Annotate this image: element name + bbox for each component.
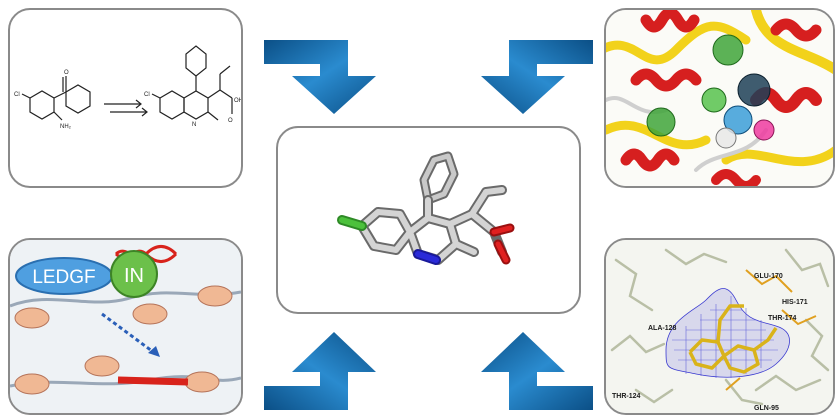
svg-text:Cl: Cl [144, 92, 150, 98]
residue-label: HIS-171 [782, 299, 808, 306]
svg-text:N: N [192, 122, 196, 128]
synthesis-scheme-panel: Cl O NH₂ Cl N OH O [8, 8, 243, 188]
svg-text:OH: OH [234, 98, 241, 104]
integration-panel: LEDGF IN [8, 238, 243, 415]
integrase-blob [110, 250, 158, 298]
arrow-top-right [481, 40, 593, 114]
residue-label: ALA-128 [648, 325, 677, 332]
integration-cartoon: LEDGF IN [10, 240, 241, 413]
svg-text:NH₂: NH₂ [60, 124, 72, 130]
residue-label: GLN-95 [754, 405, 779, 412]
residue-label: THR-174 [768, 315, 797, 322]
ribbon-structure [606, 10, 833, 186]
ligand-model [337, 151, 515, 265]
integrase-label: IN [124, 265, 144, 287]
protein-ribbon-panel [604, 8, 835, 188]
arrow-bottom-right [481, 332, 593, 410]
density-map: GLU-170 HIS-171 THR-174 ALA-128 THR-124 … [606, 240, 833, 413]
arrow-top-left [264, 40, 376, 114]
svg-text:O: O [228, 118, 233, 124]
ligand-3d-panel [276, 126, 581, 314]
arrow-bottom-left [264, 332, 376, 410]
ledgf-label: LEDGF [32, 267, 95, 288]
residue-label: THR-124 [612, 393, 641, 400]
svg-text:O: O [64, 70, 69, 76]
residue-label: GLU-170 [754, 273, 783, 280]
electron-density-panel: GLU-170 HIS-171 THR-174 ALA-128 THR-124 … [604, 238, 835, 415]
reaction-scheme: Cl O NH₂ Cl N OH O [14, 45, 241, 130]
svg-text:Cl: Cl [14, 92, 20, 98]
